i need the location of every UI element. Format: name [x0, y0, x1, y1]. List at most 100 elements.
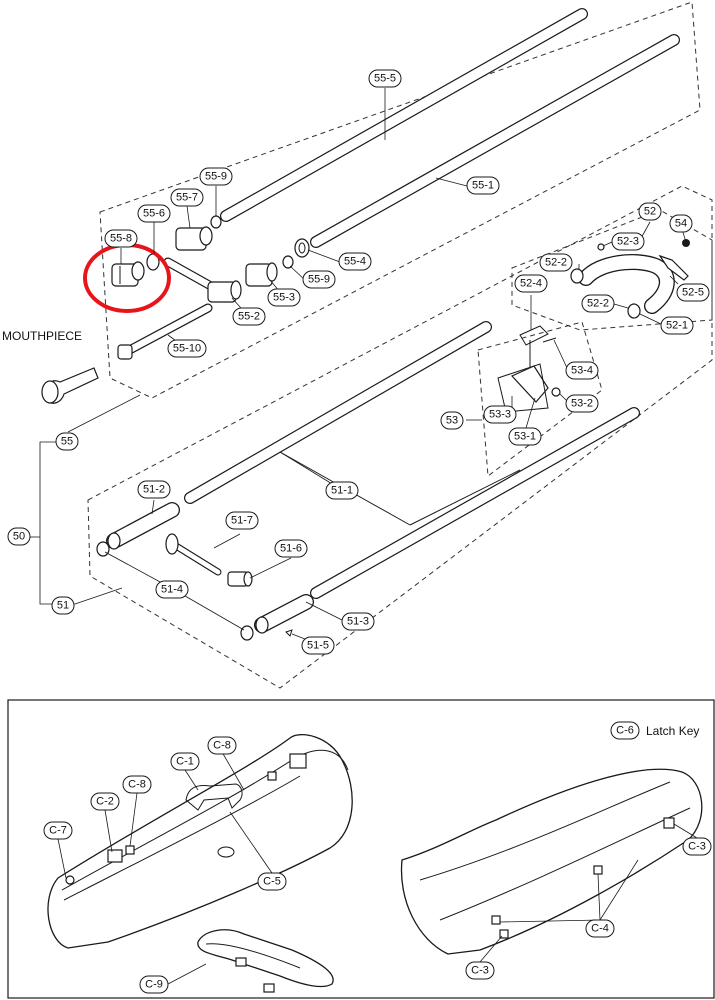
svg-text:52-5: 52-5 — [682, 287, 704, 299]
svg-text:52-3: 52-3 — [617, 236, 639, 248]
part-51-3-sleeve — [254, 594, 314, 634]
svg-text:C-1: C-1 — [176, 756, 194, 768]
part-51-5-screw — [285, 629, 293, 637]
svg-text:53-3: 53-3 — [489, 409, 511, 421]
label-53-2: 53-2 — [565, 394, 599, 413]
part-52-5-bumper — [658, 254, 689, 281]
part-55-1-outer-tube — [310, 34, 680, 248]
label-54: 54 — [669, 214, 693, 233]
svg-text:51-5: 51-5 — [307, 640, 329, 652]
svg-text:C-6: C-6 — [616, 725, 634, 737]
svg-text:51-1: 51-1 — [331, 485, 353, 497]
label-53-3: 53-3 — [483, 405, 517, 424]
part-51-4-ring-right — [240, 625, 254, 641]
svg-text:55-7: 55-7 — [176, 192, 198, 204]
svg-text:55-5: 55-5 — [374, 73, 396, 85]
label-55-8: 55-8 — [104, 229, 138, 248]
label-55-4: 55-4 — [338, 252, 372, 271]
group-52-boundary — [511, 209, 713, 331]
svg-text:53: 53 — [446, 415, 458, 427]
part-51-1-tube-right — [310, 407, 640, 599]
case-back-drawing — [400, 768, 703, 955]
case-leader-lines — [57, 751, 698, 985]
case-lock-c8-left — [125, 845, 135, 855]
label-55-10: 55-10 — [167, 339, 207, 358]
label-55-2: 55-2 — [232, 307, 266, 326]
group-51-boundary — [87, 185, 713, 689]
label-51-3: 51-3 — [341, 612, 375, 631]
part-51-1-tube-left — [184, 321, 492, 504]
strap-buckle-left — [235, 957, 247, 967]
svg-text:52-4: 52-4 — [520, 278, 542, 290]
label-51-7: 51-7 — [225, 511, 259, 530]
part-55-8-stocking — [111, 261, 145, 287]
part-55-4-nut — [294, 238, 310, 258]
case-closed-drawing — [47, 734, 353, 949]
svg-text:52: 52 — [644, 206, 656, 218]
svg-text:55-3: 55-3 — [273, 292, 295, 304]
svg-text:C-7: C-7 — [49, 825, 67, 837]
case-latch-right — [289, 753, 307, 769]
part-55-10-inner-tube — [117, 303, 213, 360]
svg-text:C-9: C-9 — [145, 979, 163, 991]
svg-text:53-2: 53-2 — [571, 398, 593, 410]
svg-text:C-8: C-8 — [128, 779, 146, 791]
svg-text:51-4: 51-4 — [161, 584, 183, 596]
part-55-7-sleeve — [175, 226, 213, 251]
label-c3-right: C-3 — [682, 837, 712, 856]
case-strap-c9 — [197, 929, 334, 993]
svg-text:55-9: 55-9 — [308, 274, 330, 286]
label-55-5: 55-5 — [368, 69, 402, 88]
mouthpiece-drawing — [41, 367, 99, 404]
case-panel-frame — [7, 699, 715, 999]
svg-text:55-9: 55-9 — [205, 171, 227, 183]
svg-text:51-3: 51-3 — [347, 616, 369, 628]
label-52-1: 52-1 — [660, 316, 694, 335]
svg-text:51-6: 51-6 — [280, 543, 302, 555]
label-55-9-upper: 55-9 — [199, 167, 233, 186]
brace-line-51-1-b — [409, 469, 521, 526]
leader-lines — [30, 88, 687, 645]
part-55-2-brace — [163, 257, 242, 303]
label-55-7: 55-7 — [170, 188, 204, 207]
case-latch-c3-left — [499, 929, 509, 939]
label-51-2: 51-2 — [137, 480, 171, 499]
label-55-6: 55-6 — [137, 204, 171, 223]
label-53-1: 53-1 — [508, 427, 542, 446]
label-51-6: 51-6 — [274, 539, 308, 558]
part-55-5-outer-tube — [220, 8, 588, 222]
svg-text:51-7: 51-7 — [231, 515, 253, 527]
svg-text:52-2: 52-2 — [545, 257, 567, 269]
label-51-1: 51-1 — [325, 481, 359, 500]
part-55-9-ring-upper — [210, 215, 222, 229]
part-52-1-crook — [570, 254, 675, 319]
label-55-9-lower: 55-9 — [302, 270, 336, 289]
part-54-cork — [682, 239, 690, 247]
label-52-2-lower: 52-2 — [581, 294, 615, 313]
svg-text:54: 54 — [675, 218, 687, 230]
label-51-4: 51-4 — [155, 580, 189, 599]
group-53-boundary — [477, 321, 603, 477]
tube-55-10-end — [117, 344, 133, 360]
svg-text:51-2: 51-2 — [143, 484, 165, 496]
part-53-water-key — [497, 325, 561, 413]
case-hinge-c4-right — [593, 865, 603, 875]
label-c4: C-4 — [585, 919, 615, 938]
label-c2: C-2 — [90, 792, 120, 811]
label-c6: C-6 — [610, 721, 640, 740]
case-hinge-c7 — [65, 875, 75, 885]
label-55: 55 — [55, 432, 79, 451]
svg-text:52-2: 52-2 — [587, 298, 609, 310]
svg-text:C-5: C-5 — [263, 876, 281, 888]
svg-text:C-4: C-4 — [591, 923, 609, 935]
svg-text:50: 50 — [13, 531, 25, 543]
label-c1: C-1 — [170, 752, 200, 771]
case-latch-c3-right — [663, 817, 675, 829]
label-52-4: 52-4 — [514, 274, 548, 293]
mouthpiece-label: MOUTHPIECE — [2, 329, 82, 343]
label-52-3: 52-3 — [611, 232, 645, 251]
label-51: 51 — [51, 596, 75, 615]
part-52-3-screw — [597, 243, 605, 251]
